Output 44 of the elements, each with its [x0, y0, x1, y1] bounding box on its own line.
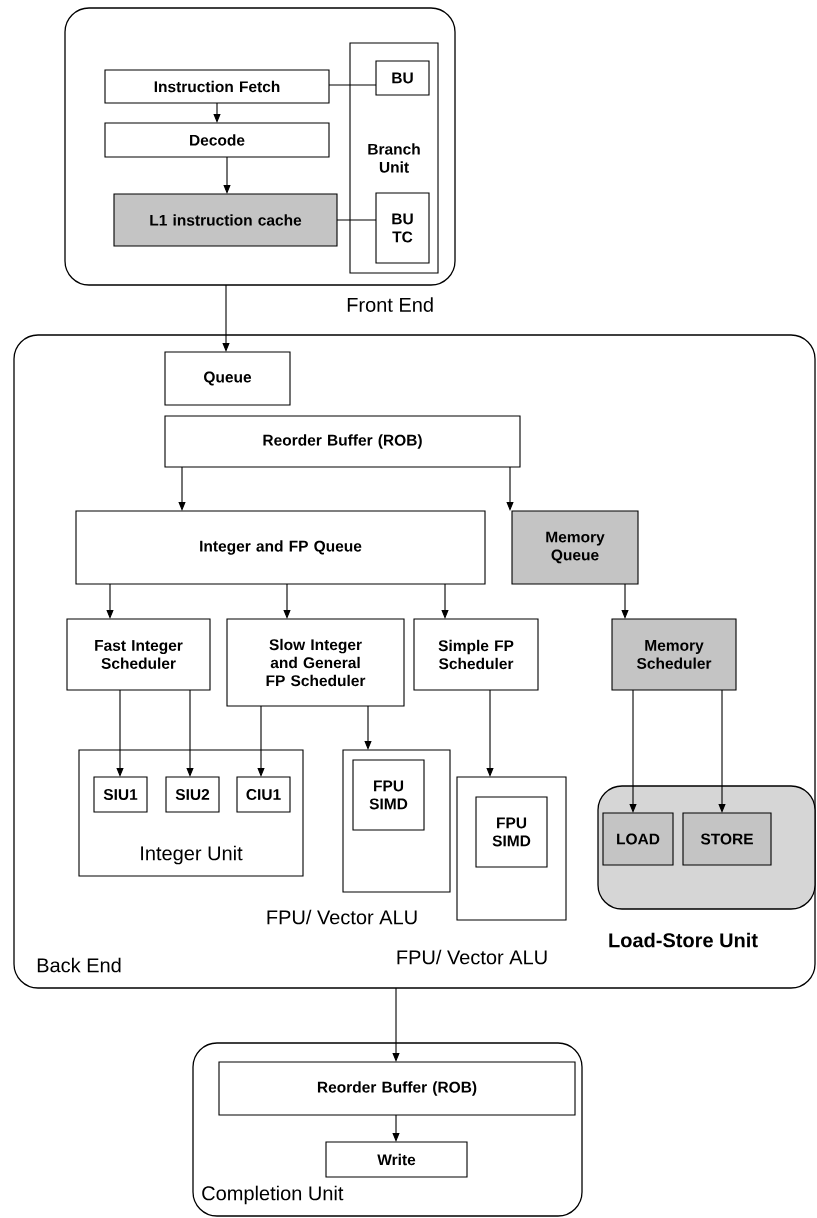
unit-box: Simple FP Scheduler	[413, 618, 539, 691]
arrow	[186, 689, 194, 777]
arrow	[718, 689, 726, 813]
arrow	[222, 284, 230, 352]
unit-box: Reorder Buffer (ROB)	[164, 415, 521, 468]
arrow	[223, 156, 231, 194]
node-label: Load-Store Unit	[609, 932, 758, 948]
arrow	[392, 1114, 400, 1142]
shaded-box: LOAD	[602, 812, 674, 866]
unit-box: Decode	[104, 122, 330, 158]
arrow	[441, 583, 449, 619]
arrow	[283, 583, 291, 619]
unit-box: SIU1	[93, 776, 148, 813]
shaded-box: Memory Scheduler	[611, 618, 737, 691]
arrow	[257, 705, 265, 777]
unit-box: FPU SIMD	[352, 759, 425, 831]
arrow	[506, 466, 514, 511]
node-label: FPU/ Vector ALU	[397, 949, 547, 965]
unit-box: SIU2	[165, 776, 220, 813]
unit-box: Reorder Buffer (ROB)	[218, 1061, 576, 1116]
unit-box: BU TC	[375, 192, 430, 264]
unit-box: Write	[325, 1141, 468, 1178]
unit-box: Queue	[164, 351, 291, 406]
shaded-box: STORE	[682, 812, 772, 866]
arrow	[364, 705, 372, 750]
unit-box: BU	[375, 60, 430, 96]
unit-box: Fast Integer Scheduler	[66, 618, 211, 691]
arrow	[486, 689, 494, 777]
shaded-box: L1 instruction cache	[113, 193, 338, 247]
unit-box: FPU SIMD	[475, 796, 548, 868]
node-label: Front End	[347, 297, 433, 312]
unit-box: Instruction Fetch	[104, 69, 330, 104]
arrow	[629, 689, 637, 813]
arrow	[178, 466, 186, 511]
arrow	[106, 583, 114, 619]
arrow	[621, 583, 629, 619]
unit-box: Slow Integer and General FP Scheduler	[226, 618, 405, 707]
arrow	[116, 689, 124, 777]
unit-box: Integer and FP Queue	[75, 510, 486, 585]
shaded-box: Memory Queue	[511, 510, 639, 585]
arrow	[392, 987, 400, 1062]
unit-box: CIU1	[236, 776, 291, 813]
node-label: FPU/ Vector ALU	[267, 909, 417, 925]
arrow	[213, 102, 221, 123]
